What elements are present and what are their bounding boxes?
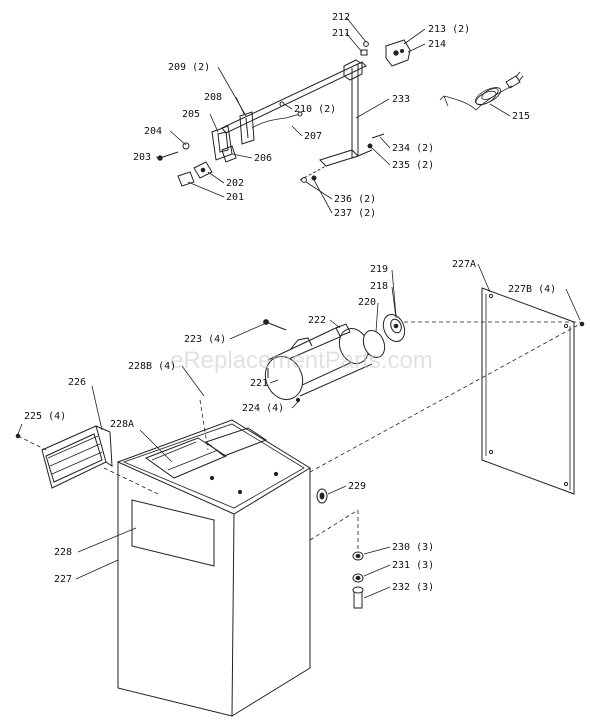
leader-line-208 <box>235 96 245 115</box>
leader-line-203 <box>155 156 161 159</box>
intake-hood <box>15 425 113 489</box>
fasteners-lower <box>352 551 364 609</box>
leader-line-223 <box>229 323 265 340</box>
callout-label-230: 230 (3) <box>392 542 434 553</box>
leader-line-228B <box>181 365 205 397</box>
callout-label-203: 203 <box>133 152 151 163</box>
leader-line-233 <box>355 98 390 119</box>
leader-line-229 <box>327 485 347 495</box>
leader-line-207 <box>291 125 303 137</box>
leader-line-235 <box>371 147 391 166</box>
leader-line-218 <box>391 286 397 319</box>
callout-labels: 212 211 213 (2) 214 209 (2) 233 208 210 (2) 205 2… <box>17 12 581 599</box>
callout-label-233: 233 <box>392 94 410 105</box>
callout-label-232: 232 (3) <box>392 582 434 593</box>
leader-line-205 <box>209 113 219 133</box>
callout-label-202: 202 <box>226 178 244 189</box>
callout-label-224: 224 (4) <box>242 403 284 414</box>
leader-line-222 <box>329 319 341 329</box>
leader-line-228A <box>139 429 173 463</box>
leader-line-231 <box>363 564 391 577</box>
callout-label-211: 211 <box>332 28 350 39</box>
leader-line-221 <box>269 379 279 384</box>
callout-label-218: 218 <box>370 281 388 292</box>
leader-line-232 <box>363 586 391 599</box>
watermark: eReplacementParts.com <box>170 347 433 374</box>
callout-label-237: 237 (2) <box>334 208 376 219</box>
callout-label-206: 206 <box>254 153 272 164</box>
leader-line-236 <box>305 181 333 200</box>
callout-label-214: 214 <box>428 39 446 50</box>
leader-line-225 <box>17 423 23 435</box>
callout-label-235: 235 (2) <box>392 160 434 171</box>
leader-line-234 <box>379 136 391 149</box>
leader-line-230 <box>363 546 391 555</box>
callout-label-225: 225 (4) <box>24 411 66 422</box>
callout-label-227B: 227B (4) <box>508 284 556 295</box>
callout-label-213: 213 (2) <box>428 24 470 35</box>
leader-line-228 <box>77 527 137 553</box>
leader-line-220 <box>375 302 379 333</box>
leader-line-210 <box>283 103 293 110</box>
callout-label-210: 210 (2) <box>294 104 336 115</box>
callout-label-219: 219 <box>370 264 388 275</box>
leader-line-227 <box>75 559 119 580</box>
leader-line-212 <box>345 16 367 43</box>
leader-line-214 <box>407 43 426 53</box>
callout-label-228A: 228A <box>110 419 134 430</box>
callout-label-201: 201 <box>226 192 244 203</box>
callout-label-231: 231 (3) <box>392 560 434 571</box>
leader-line-215 <box>489 103 511 117</box>
callout-label-209: 209 (2) <box>168 62 210 73</box>
mounting-arm-assembly <box>157 39 411 187</box>
callout-label-227A: 227A <box>452 259 476 270</box>
callout-label-229: 229 <box>348 481 366 492</box>
leader-line-219 <box>391 269 397 317</box>
power-cord <box>439 71 524 111</box>
motor-assembly <box>263 313 406 403</box>
callout-label-207: 207 <box>304 131 322 142</box>
leader-line-202 <box>207 171 225 184</box>
callout-label-204: 204 <box>144 126 162 137</box>
callout-label-236: 236 (2) <box>334 194 376 205</box>
leader-line-227B <box>565 288 581 321</box>
callout-label-212: 212 <box>332 12 350 23</box>
cabinet <box>116 419 328 717</box>
leader-line-206 <box>231 153 253 159</box>
callout-label-226: 226 <box>68 377 86 388</box>
leader-line-224 <box>291 401 299 409</box>
callout-label-228: 228 <box>54 547 72 558</box>
callout-label-221: 221 <box>250 378 268 389</box>
leader-line-201 <box>187 181 225 198</box>
back-panel <box>481 287 585 495</box>
callout-label-222: 222 <box>308 315 326 326</box>
leader-line-237 <box>313 179 333 214</box>
leader-line-213 <box>403 28 426 45</box>
callout-label-205: 205 <box>182 109 200 120</box>
callout-label-223: 223 (4) <box>184 334 226 345</box>
leader-line-211 <box>345 32 363 53</box>
callout-label-215: 215 <box>512 111 530 122</box>
leader-line-227A <box>477 263 491 293</box>
alignment-lines <box>17 321 581 550</box>
callout-label-228B: 228B (4) <box>128 361 176 372</box>
callout-label-208: 208 <box>204 92 222 103</box>
callout-label-227: 227 <box>54 574 72 585</box>
callout-label-220: 220 <box>358 297 376 308</box>
callout-label-234: 234 (2) <box>392 143 434 154</box>
leader-line-204 <box>169 130 187 146</box>
leader-line-226 <box>91 385 103 431</box>
